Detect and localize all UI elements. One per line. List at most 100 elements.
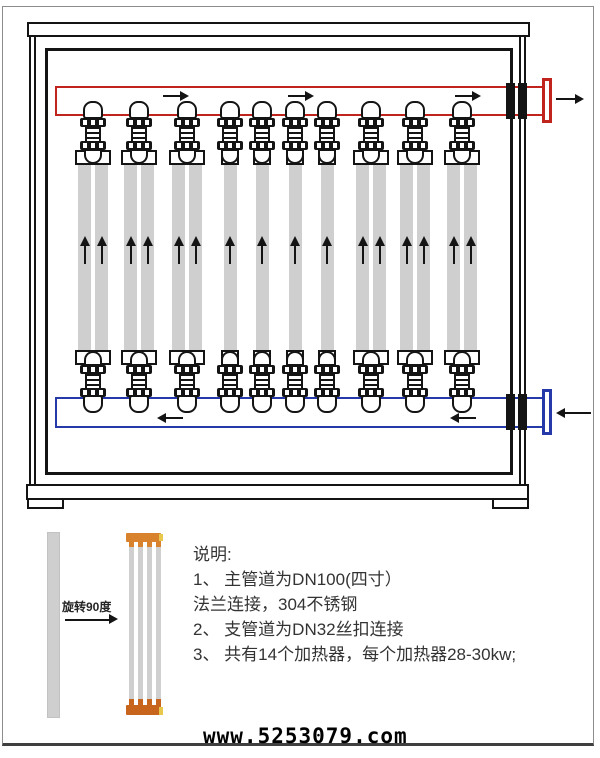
- nut-facets: [361, 390, 381, 395]
- cabinet-left-foot: [27, 498, 64, 509]
- heater-element-tube: [138, 547, 143, 700]
- flow-up-arrow: [378, 246, 381, 264]
- heater-nut: [174, 141, 200, 150]
- cabinet-top-bar: [27, 22, 530, 37]
- heater-nut: [126, 141, 152, 150]
- flow-up-arrow: [469, 246, 472, 264]
- notes-block: 说明: 1、 主管道为DN100(四寸） 法兰连接，304不锈钢 2、 支管道为…: [193, 542, 543, 667]
- flow-left-arrow-head-icon: [450, 413, 459, 423]
- heater-threaded-joint: [319, 374, 335, 389]
- nut-facets: [452, 120, 472, 125]
- heater-nut: [449, 118, 475, 127]
- heater-dome-arc: [453, 351, 471, 364]
- flow-up-arrow-head-icon: [225, 236, 235, 246]
- heater-threaded-joint: [85, 374, 101, 389]
- nut-facets: [361, 143, 381, 148]
- heater-top-cap-tip: [159, 534, 163, 541]
- flow-up-arrow: [229, 246, 231, 264]
- heater-top-dome: [252, 101, 272, 119]
- heater-dome-arc: [318, 351, 336, 364]
- flow-up-arrow-head-icon: [290, 236, 300, 246]
- tube-stub: [147, 699, 152, 706]
- heater-nut: [126, 365, 152, 374]
- tube-stub: [129, 699, 134, 706]
- heater-nut: [174, 118, 200, 127]
- heater-nut: [282, 365, 308, 374]
- heater-dome-arc: [84, 151, 102, 164]
- notes-line: 法兰连接，304不锈钢: [193, 595, 358, 614]
- heater-threaded-joint: [454, 374, 470, 389]
- nut-facets: [129, 120, 149, 125]
- heater-nut: [282, 388, 308, 397]
- outlet-flange: [542, 78, 552, 123]
- heater-nut: [358, 118, 384, 127]
- heater-top-dome: [220, 101, 240, 119]
- heater-bottom-dome: [220, 395, 240, 413]
- nut-facets: [83, 143, 103, 148]
- heater-element-tube: [129, 547, 134, 700]
- heater-threaded-joint: [131, 127, 147, 142]
- flow-up-arrow: [129, 246, 132, 264]
- outlet-arrow-head-icon: [575, 94, 584, 104]
- heater-top-dome: [285, 101, 305, 119]
- flow-up-arrow-head-icon: [173, 236, 184, 246]
- flow-up-arrow-head-icon: [374, 236, 385, 246]
- nut-facets: [83, 367, 103, 372]
- nut-facets: [285, 390, 305, 395]
- nut-facets: [220, 143, 240, 148]
- heater-top-dome: [361, 101, 381, 119]
- heater-threaded-joint: [287, 127, 303, 142]
- flow-up-arrow: [422, 246, 425, 264]
- heater-nut: [217, 365, 243, 374]
- nut-facets: [405, 120, 425, 125]
- heater-nut: [358, 365, 384, 374]
- nut-facets: [129, 367, 149, 372]
- heater-bottom-dome: [452, 395, 472, 413]
- heater-nut: [80, 388, 106, 397]
- heater-dome-arc: [253, 351, 271, 364]
- heater-bottom-dome: [177, 395, 197, 413]
- rotate-arrow-head-icon: [109, 614, 118, 624]
- flow-up-arrow-head-icon: [401, 236, 412, 246]
- rotate-arrow: [65, 619, 110, 621]
- flow-right-arrow-head-icon: [472, 91, 481, 101]
- nut-facets: [83, 120, 103, 125]
- nut-facets: [177, 120, 197, 125]
- nut-facets: [129, 143, 149, 148]
- heater-top-dome: [129, 101, 149, 119]
- nut-facets: [83, 390, 103, 395]
- heater-nut: [358, 141, 384, 150]
- flow-left-arrow: [459, 417, 476, 419]
- heater-nut: [402, 118, 428, 127]
- flow-up-arrow-head-icon: [96, 236, 107, 246]
- heater-unit: [444, 100, 480, 416]
- heater-threaded-joint: [222, 127, 238, 142]
- heater-nut: [80, 141, 106, 150]
- heater-threaded-joint: [287, 374, 303, 389]
- cabinet-right-foot: [492, 498, 529, 509]
- inlet-arrow: [565, 412, 591, 414]
- heater-top-dome: [83, 101, 103, 119]
- flow-up-arrow-head-icon: [322, 236, 332, 246]
- inlet-arrow-head-icon: [556, 408, 565, 418]
- heater-unit: [212, 100, 248, 416]
- heater-top-dome: [452, 101, 472, 119]
- heater-element-tube: [147, 547, 152, 700]
- heater-nut: [282, 141, 308, 150]
- heater-nut: [449, 141, 475, 150]
- flow-right-arrow-head-icon: [180, 91, 189, 101]
- heater-nut: [449, 365, 475, 374]
- nut-facets: [285, 367, 305, 372]
- heater-bottom-dome: [252, 395, 272, 413]
- heater-unit: [169, 100, 205, 416]
- flow-up-arrow-head-icon: [448, 236, 459, 246]
- nut-facets: [177, 390, 197, 395]
- heater-threaded-joint: [363, 374, 379, 389]
- flow-left-arrow: [166, 417, 183, 419]
- heater-dome-arc: [286, 351, 304, 364]
- heater-bottom-dome: [83, 395, 103, 413]
- flow-up-arrow: [83, 246, 86, 264]
- tube-stub: [156, 541, 161, 547]
- heater-threaded-joint: [363, 127, 379, 142]
- nut-facets: [405, 367, 425, 372]
